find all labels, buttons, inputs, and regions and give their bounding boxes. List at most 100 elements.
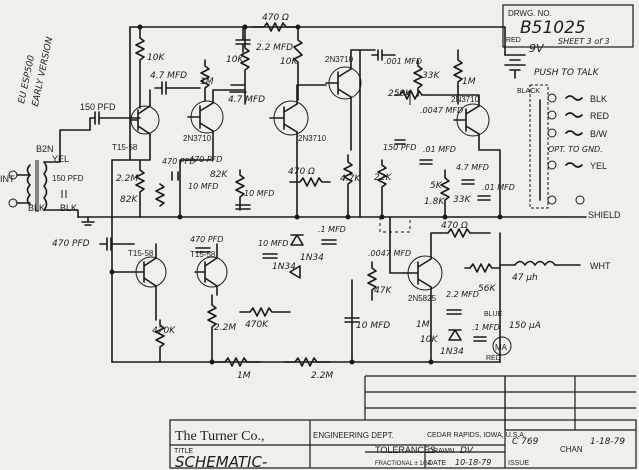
q4-label: 2N3710 — [325, 55, 354, 64]
cap-1mfd-b: .1 MFD — [472, 323, 500, 332]
r-82k-a: 82K — [120, 195, 138, 205]
cap-470pfd-c: 470 PFD — [190, 235, 223, 244]
r-1m-right: 1M — [462, 77, 476, 87]
title-label: TITLE — [174, 448, 193, 455]
ptt-label-blk: BLK — [590, 94, 607, 104]
r-2-2m: 2.2M — [116, 174, 138, 184]
q2-label: 2N3710 — [183, 134, 212, 143]
cap-10mfd-d: 10 MFD — [356, 321, 390, 331]
cap-10mfd-c: 10 MFD — [258, 239, 288, 248]
drawn-value: DV — [460, 446, 474, 456]
cap-470pfd-left: 470 PFD — [52, 239, 90, 249]
q6-label: T15-58 — [190, 250, 216, 259]
cap-001: .001 MFD — [384, 57, 422, 66]
r-22k: 22K — [374, 173, 392, 183]
ptt-shield: SHIELD — [588, 210, 621, 220]
battery-red: RED — [506, 37, 521, 44]
input-blk-left: BLK — [28, 203, 45, 213]
cap-2-2mfd-b: 2.2 MFD — [446, 290, 479, 299]
r-10k-left: 10K — [147, 53, 165, 63]
diodes: 1N34 1N34 1N34 — [272, 234, 464, 357]
r-1m-bot: 1M — [237, 371, 251, 381]
output-wht: WHT — [590, 261, 611, 271]
power-rail-top — [129, 26, 506, 161]
r-470k-b: 470K — [245, 320, 269, 330]
title-value: SCHEMATIC- — [175, 453, 267, 470]
r-10k-top: 10K — [280, 57, 298, 67]
inductor-47uh: 47 µh WHT — [499, 260, 611, 283]
meter-red: RED — [486, 355, 501, 362]
margin-note-line2: EARLY VERSION — [31, 36, 56, 108]
transistor-q1: T15-58 — [112, 105, 160, 152]
title-dept: ENGINEERING DEPT. — [313, 431, 394, 440]
capacitors: 2.2 MFD 4.7 MFD 4.7 MFD .001 MFD .0047 M… — [52, 26, 515, 342]
ptt-label-yel: YEL — [590, 161, 607, 171]
input-blk-right: BLK — [60, 203, 77, 213]
date-label: DATE — [428, 460, 446, 467]
r-470-low: 470 Ω — [441, 221, 468, 231]
margin-note: EU ESP500 EARLY VERSION — [17, 36, 56, 108]
cap-4-7mfd-a: 4.7 MFD — [150, 71, 187, 81]
cap-4-7mfd-c: 4.7 MFD — [456, 163, 489, 172]
r-33k: 33K — [422, 71, 440, 81]
r-470k: 470K — [152, 326, 176, 336]
r-2-2m-bot: 2.2M — [311, 371, 333, 381]
q-right-label: 2N3710 — [451, 95, 480, 104]
sheet-number: SHEET 3 of 3 — [558, 37, 610, 46]
cap-0047: .0047 MFD — [420, 106, 463, 115]
cap-4-7mfd-b: 4.7 MFD — [228, 95, 265, 105]
drawn-label: DRAWN — [428, 448, 454, 455]
cap-01mfd: .01 MFD — [423, 145, 456, 154]
r-470-mid: 470 Ω — [288, 167, 315, 177]
resistors: 10K 1M 10K 470 Ω 10K 33K 1M 2.2M 82K 82K… — [116, 13, 501, 381]
wiring — [111, 49, 501, 363]
transistor-q2: 2N3710 — [183, 100, 224, 143]
issue-label: ISSUE — [508, 460, 529, 467]
diode-1n34-b: 1N34 — [300, 253, 324, 263]
junction-dots — [109, 24, 503, 365]
battery-voltage: 9V — [529, 42, 545, 55]
input-terminal-b — [8, 198, 18, 208]
cap-1mfd: .1 MFD — [318, 225, 346, 234]
q5-label: T15-58 — [128, 249, 154, 258]
ptt-label-bw: B/W — [590, 129, 608, 139]
r-1m-low: 1M — [416, 320, 430, 330]
diode-1n34-c: 1N34 — [440, 347, 464, 357]
inductor-label: 47 µh — [512, 273, 538, 283]
r-56k: 56K — [478, 284, 496, 294]
transistor-q-right: 2N3710 — [451, 95, 490, 137]
input-yel: YEL — [52, 154, 69, 164]
r-10k-low: 10K — [420, 335, 438, 345]
title-company: The Turner Co., — [175, 429, 264, 444]
r-5k: 5K — [430, 181, 443, 191]
r-4-7k: 4.7K — [340, 174, 361, 184]
title-city: CEDAR RAPIDS, IOWA, U.S.A. — [427, 432, 526, 439]
cap-10mfd-b: 10 MFD — [244, 189, 274, 198]
transistor-q5: T15-58 — [128, 249, 167, 288]
change-no: C 769 — [512, 437, 539, 447]
drawing-number-label: DRWG. NO. — [508, 9, 552, 18]
r-82k-b: 82K — [210, 170, 228, 180]
meter-ma: MA BLUE 150 µA RED — [484, 311, 541, 362]
r-2-2m-b: 2.2M — [214, 323, 236, 333]
transistor-q4 — [325, 66, 362, 100]
r-10k-mid: 10K — [226, 55, 244, 65]
r-47k-low: 47K — [374, 286, 392, 296]
q7-label: 2N5825 — [408, 294, 437, 303]
meter-blue: BLUE — [484, 311, 503, 318]
r-33k-b: 33K — [453, 195, 471, 205]
title-block: The Turner Co., ENGINEERING DEPT. CEDAR … — [169, 375, 637, 470]
ptt-opt: OPT. TO GND. — [548, 145, 603, 154]
chan-label: CHAN — [560, 445, 583, 454]
meter-label: MA — [495, 343, 508, 352]
r-1-8k: 1.8K — [424, 197, 445, 207]
transistor-q3: 2N3710 — [269, 100, 327, 143]
cap-10mfd-a: 10 MFD — [188, 182, 218, 191]
input-cap-label: 150 PFD — [52, 174, 84, 183]
ptt-title: PUSH TO TALK — [534, 68, 600, 78]
drawing-number-value: B51025 — [520, 18, 586, 38]
q1-label: T15-58 — [112, 143, 138, 152]
date-value: 10-18-79 — [455, 458, 491, 467]
cap-01mfd-b: .01 MFD — [482, 183, 515, 192]
